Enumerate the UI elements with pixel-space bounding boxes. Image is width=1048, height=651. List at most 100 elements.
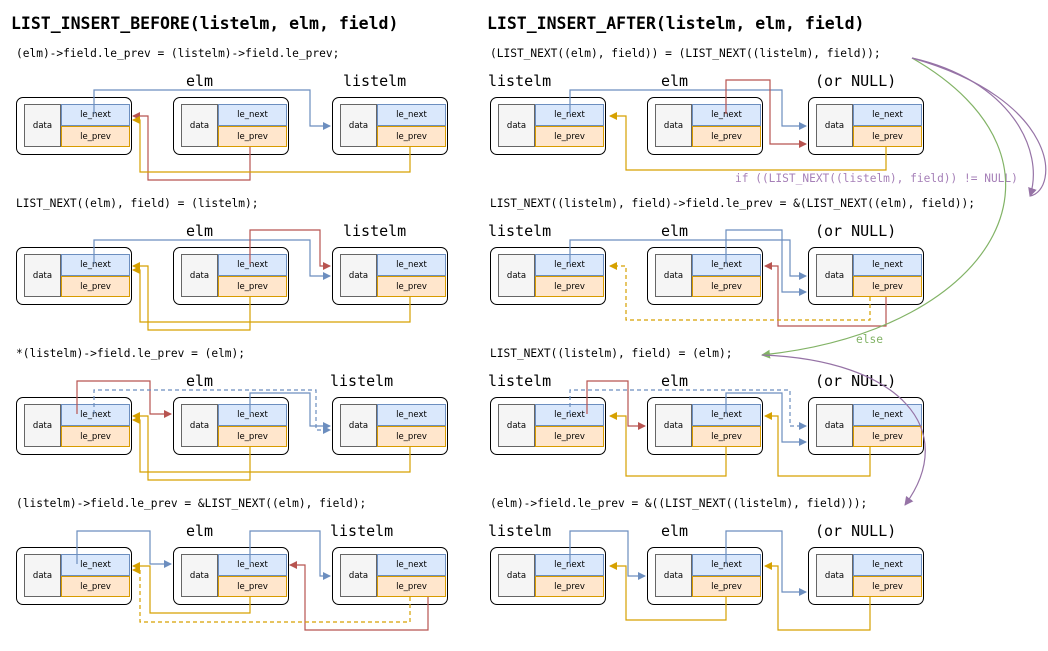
node-le-prev-cell: le_prev: [692, 276, 761, 297]
left-2-listelm-label: listelm: [343, 222, 407, 240]
node-data-cell: data: [498, 404, 535, 447]
node-data-cell: data: [498, 254, 535, 297]
right-1-elm-label: elm: [661, 72, 689, 90]
left-title: LIST_INSERT_BEFORE(listelm, elm, field): [11, 14, 399, 33]
left-2-elm-label: elm: [186, 222, 214, 240]
node-le-prev-cell: le_prev: [692, 426, 761, 447]
right-4-null-label: (or NULL): [815, 522, 897, 540]
left-2-listelm-node: data le_next le_prev: [332, 247, 448, 305]
left-1-listelm-label: listelm: [343, 72, 407, 90]
left-2-elm-node: data le_next le_prev: [173, 247, 289, 305]
right-4-listelm-label: listelm: [488, 522, 552, 540]
node-le-prev-cell: le_prev: [692, 576, 761, 597]
right-3-elm-node: data le_next le_prev: [647, 397, 763, 455]
node-le-next-cell: le_next: [535, 104, 604, 126]
node-data-cell: data: [340, 404, 377, 447]
left-4-listelm-node: data le_next le_prev: [332, 547, 448, 605]
node-le-prev-cell: le_prev: [218, 126, 287, 147]
right-2-next-node: data le_next le_prev: [808, 247, 924, 305]
node-le-next-cell: le_next: [535, 404, 604, 426]
right-step-3-code: LIST_NEXT((listelm), field) = (elm);: [490, 347, 733, 360]
node-data-cell: data: [655, 404, 692, 447]
right-2-listelm-node: data le_next le_prev: [490, 247, 606, 305]
node-le-prev-cell: le_prev: [377, 276, 446, 297]
left-1-elm-node: data le_next le_prev: [173, 97, 289, 155]
right-1-next-node: data le_next le_prev: [808, 97, 924, 155]
right-4-listelm-node: data le_next le_prev: [490, 547, 606, 605]
node-data-cell: data: [816, 554, 853, 597]
left-4-prev-node: data le_next le_prev: [16, 547, 132, 605]
node-le-next-cell: le_next: [853, 554, 922, 576]
left-step-1-code: (elm)->field.le_prev = (listelm)->field.…: [16, 47, 340, 60]
right-3-null-label: (or NULL): [815, 372, 897, 390]
node-le-prev-cell: le_prev: [218, 426, 287, 447]
node-data-cell: data: [340, 104, 377, 147]
node-data-cell: data: [655, 554, 692, 597]
node-le-next-cell: le_next: [377, 254, 446, 276]
left-1-listelm-node: data le_next le_prev: [332, 97, 448, 155]
node-data-cell: data: [181, 404, 218, 447]
node-le-prev-cell: le_prev: [61, 276, 130, 297]
node-le-prev-cell: le_prev: [535, 276, 604, 297]
node-le-prev-cell: le_prev: [61, 126, 130, 147]
node-data-cell: data: [655, 104, 692, 147]
node-le-next-cell: le_next: [692, 254, 761, 276]
right-2-null-label: (or NULL): [815, 222, 897, 240]
node-le-next-cell: le_next: [61, 404, 130, 426]
right-3-elm-label: elm: [661, 372, 689, 390]
left-step-2-code: LIST_NEXT((elm), field) = (listelm);: [16, 197, 259, 210]
right-1-listelm-label: listelm: [488, 72, 552, 90]
node-le-next-cell: le_next: [61, 554, 130, 576]
left-4-listelm-label: listelm: [330, 522, 394, 540]
node-le-prev-cell: le_prev: [377, 126, 446, 147]
node-le-next-cell: le_next: [61, 254, 130, 276]
node-data-cell: data: [24, 254, 61, 297]
node-le-next-cell: le_next: [692, 104, 761, 126]
left-3-listelm-label: listelm: [330, 372, 394, 390]
node-le-next-cell: le_next: [853, 104, 922, 126]
node-le-next-cell: le_next: [692, 554, 761, 576]
left-3-elm-node: data le_next le_prev: [173, 397, 289, 455]
left-2-prev-node: data le_next le_prev: [16, 247, 132, 305]
right-3-next-node: data le_next le_prev: [808, 397, 924, 455]
right-2-listelm-label: listelm: [488, 222, 552, 240]
node-le-next-cell: le_next: [853, 254, 922, 276]
node-le-prev-cell: le_prev: [218, 276, 287, 297]
left-4-elm-node: data le_next le_prev: [173, 547, 289, 605]
left-3-prev-node: data le_next le_prev: [16, 397, 132, 455]
node-le-prev-cell: le_prev: [853, 576, 922, 597]
left-step-4-code: (listelm)->field.le_prev = &LIST_NEXT((e…: [16, 497, 367, 510]
node-data-cell: data: [816, 254, 853, 297]
left-1-elm-label: elm: [186, 72, 214, 90]
left-3-listelm-node: data le_next le_prev: [332, 397, 448, 455]
if-condition-label: if ((LIST_NEXT((listelm), field)) != NUL…: [733, 172, 1020, 185]
node-data-cell: data: [24, 404, 61, 447]
node-data-cell: data: [340, 554, 377, 597]
node-le-prev-cell: le_prev: [61, 576, 130, 597]
node-le-next-cell: le_next: [61, 104, 130, 126]
node-le-prev-cell: le_prev: [377, 426, 446, 447]
right-4-next-node: data le_next le_prev: [808, 547, 924, 605]
right-1-elm-node: data le_next le_prev: [647, 97, 763, 155]
node-le-prev-cell: le_prev: [853, 276, 922, 297]
right-step-2-code: LIST_NEXT((listelm), field)->field.le_pr…: [490, 197, 975, 210]
node-le-next-cell: le_next: [218, 104, 287, 126]
right-step-1-code: (LIST_NEXT((elm), field)) = (LIST_NEXT((…: [490, 47, 881, 60]
node-le-prev-cell: le_prev: [853, 126, 922, 147]
left-3-elm-label: elm: [186, 372, 214, 390]
node-data-cell: data: [24, 554, 61, 597]
right-3-listelm-label: listelm: [488, 372, 552, 390]
node-le-next-cell: le_next: [535, 554, 604, 576]
node-data-cell: data: [181, 104, 218, 147]
node-le-prev-cell: le_prev: [692, 126, 761, 147]
right-4-elm-node: data le_next le_prev: [647, 547, 763, 605]
node-data-cell: data: [655, 254, 692, 297]
node-le-next-cell: le_next: [377, 104, 446, 126]
node-le-prev-cell: le_prev: [535, 576, 604, 597]
node-le-next-cell: le_next: [853, 404, 922, 426]
node-data-cell: data: [816, 104, 853, 147]
node-data-cell: data: [498, 554, 535, 597]
node-le-next-cell: le_next: [377, 554, 446, 576]
node-le-next-cell: le_next: [218, 554, 287, 576]
